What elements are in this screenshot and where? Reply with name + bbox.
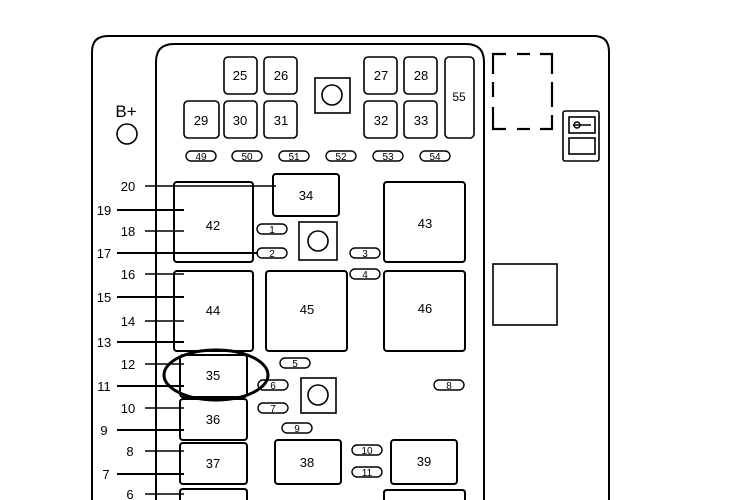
relay-44-label: 44 (206, 303, 220, 318)
connector-cavity-dashed (491, 52, 554, 131)
mini-fuse-54-label: 54 (429, 152, 441, 163)
pin-8-label: 8 (126, 444, 133, 459)
fuse-30-label: 30 (233, 113, 247, 128)
pin-7-label: 7 (102, 467, 109, 482)
mini-fuse-10-label: 10 (361, 446, 373, 457)
relay-blocks (173, 173, 466, 500)
fastener-square-lower (300, 377, 337, 414)
pin-15-label: 15 (97, 290, 111, 305)
relay-37-label: 37 (206, 456, 220, 471)
fuse-box-housing (91, 35, 610, 500)
mini-fuse-53-label: 53 (382, 152, 394, 163)
fuse-33-label: 33 (414, 113, 428, 128)
relay-38-label: 38 (300, 455, 314, 470)
pin-11-label: 11 (97, 379, 111, 394)
relay-39-label: 39 (417, 454, 431, 469)
pin-12-label: 12 (121, 357, 135, 372)
pin-19-label: 19 (97, 203, 111, 218)
mini-fuse-2-label: 2 (269, 249, 275, 260)
highlight-ellipse-35 (162, 348, 270, 402)
pin-16-label: 16 (121, 267, 135, 282)
fuse-32-label: 32 (374, 113, 388, 128)
pin-18-label: 18 (121, 224, 135, 239)
mini-fuse-6-label: 6 (270, 381, 276, 392)
fuse-26-label: 26 (274, 68, 288, 83)
mini-fuse-5-label: 5 (292, 359, 298, 370)
pin-13-label: 13 (97, 335, 111, 350)
small-fuse-block (183, 56, 475, 139)
mini-fuse-group (256, 223, 465, 478)
pin-9-label: 9 (100, 423, 107, 438)
pin-6-label: 6 (126, 487, 133, 500)
fuse-25-label: 25 (233, 68, 247, 83)
pin-10-label: 10 (121, 401, 135, 416)
mini-fuse-51-label: 51 (288, 152, 300, 163)
mini-fuse-row-top (185, 150, 451, 162)
mini-fuse-9-label: 9 (294, 424, 300, 435)
fuse-31-label: 31 (274, 113, 288, 128)
pin-14-label: 14 (121, 314, 135, 329)
mini-fuse-3-label: 3 (362, 249, 368, 260)
relay-36-label: 36 (206, 412, 220, 427)
fuse-27-label: 27 (374, 68, 388, 83)
fuse-29-label: 29 (194, 113, 208, 128)
mini-fuse-50-label: 50 (241, 152, 253, 163)
relay-42-label: 42 (206, 218, 220, 233)
relay-43-label: 43 (418, 216, 432, 231)
relay-34-label: 34 (299, 188, 313, 203)
mini-fuse-11-label: 11 (362, 468, 373, 479)
fuse-panel-outline (155, 43, 485, 500)
mini-fuse-4-label: 4 (362, 270, 368, 281)
pin-leader-lines (117, 185, 276, 495)
fastener-square-top (314, 77, 351, 114)
battery-terminal-label: B+ (115, 102, 136, 121)
pin-17-label: 17 (97, 246, 111, 261)
side-connector-icon (562, 110, 600, 162)
side-cutout-square (492, 263, 558, 326)
relay-46-label: 46 (418, 301, 432, 316)
pin-20-label: 20 (121, 179, 135, 194)
battery-terminal (116, 123, 138, 145)
mini-fuse-7-label: 7 (270, 404, 276, 415)
fuse-55-label: 55 (452, 90, 466, 104)
mini-fuse-8-label: 8 (446, 381, 452, 392)
fastener-square-middle (298, 221, 338, 261)
fuse-28-label: 28 (414, 68, 428, 83)
mini-fuse-49-label: 49 (195, 152, 207, 163)
relay-45-label: 45 (300, 302, 314, 317)
mini-fuse-1-label: 1 (269, 225, 275, 236)
relay-35-label: 35 (206, 368, 220, 383)
mini-fuse-52-label: 52 (335, 152, 347, 163)
